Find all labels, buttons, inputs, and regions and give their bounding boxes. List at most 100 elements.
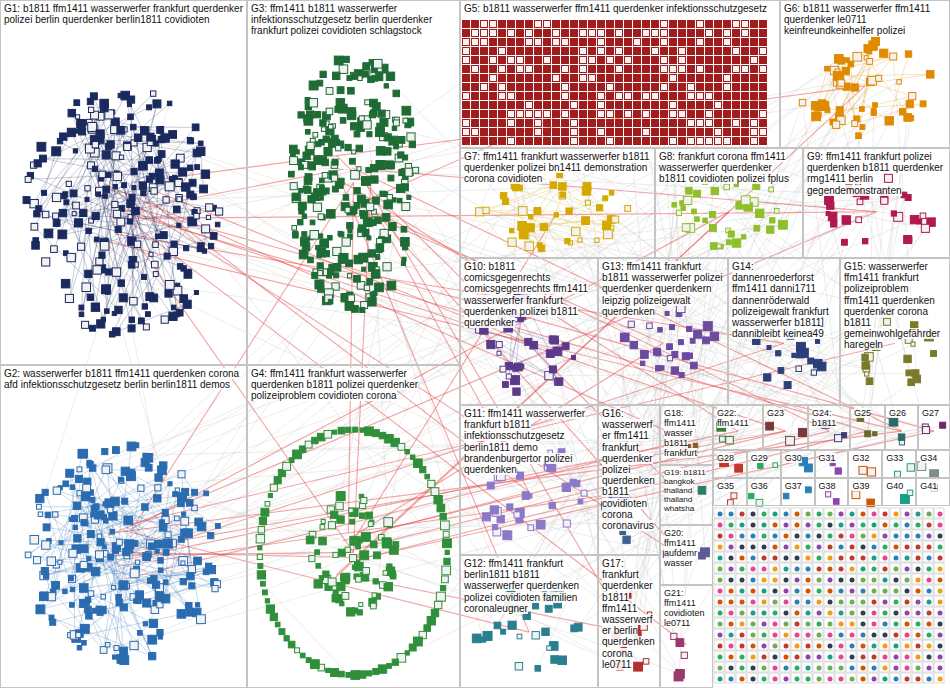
cluster-edge bbox=[833, 47, 874, 122]
vertex-image bbox=[96, 192, 100, 196]
vertex-image bbox=[643, 111, 650, 118]
vertex-image bbox=[284, 636, 289, 641]
vertex-image bbox=[352, 73, 358, 79]
vertex-image bbox=[173, 206, 180, 213]
vertex-image bbox=[191, 194, 197, 200]
vertex-edge bbox=[475, 24, 763, 105]
cluster-edge bbox=[480, 185, 554, 212]
vertex-image bbox=[322, 173, 328, 179]
vertex-image bbox=[616, 39, 623, 46]
vertex-edge bbox=[37, 242, 729, 560]
vertex-image bbox=[82, 283, 91, 292]
vertex-image bbox=[184, 246, 189, 251]
group-edge bbox=[352, 201, 829, 431]
vertex-image bbox=[58, 230, 67, 239]
vertex-image bbox=[186, 500, 193, 507]
cluster-edge bbox=[491, 345, 559, 382]
vertex-image bbox=[562, 66, 569, 73]
cluster-edge bbox=[34, 132, 71, 203]
vertex-image bbox=[103, 194, 108, 199]
vertex-image bbox=[50, 619, 56, 625]
vertex-image bbox=[23, 197, 30, 204]
vertex-image bbox=[373, 669, 379, 675]
vertex-image bbox=[508, 75, 515, 82]
vertex-image bbox=[80, 561, 87, 568]
vertex-image bbox=[37, 142, 46, 151]
vertex-image bbox=[342, 592, 349, 599]
cluster-edge bbox=[91, 110, 136, 265]
vertex-image bbox=[99, 252, 105, 258]
cluster-edge bbox=[52, 618, 153, 657]
vertex-image bbox=[112, 328, 120, 336]
vertex-image bbox=[102, 151, 110, 159]
vertex-image bbox=[114, 646, 119, 651]
vertex-image bbox=[52, 193, 60, 201]
vertex-image bbox=[490, 48, 497, 55]
vertex-image bbox=[103, 502, 107, 506]
vertex-image bbox=[80, 209, 87, 216]
vertex-image bbox=[324, 147, 332, 155]
cluster-edge bbox=[99, 536, 159, 596]
vertex-image bbox=[490, 39, 497, 46]
vertex-image bbox=[127, 96, 134, 103]
vertex-image bbox=[142, 304, 147, 309]
vertex-image bbox=[443, 531, 449, 537]
vertex-image bbox=[359, 603, 363, 607]
vertex-image bbox=[328, 299, 333, 304]
vertex-image bbox=[188, 566, 195, 573]
vertex-image bbox=[320, 525, 325, 530]
vertex-image bbox=[346, 260, 353, 267]
vertex-image bbox=[178, 471, 185, 478]
vertex-image bbox=[157, 126, 164, 133]
vertex-image bbox=[366, 671, 371, 676]
vertex-image bbox=[652, 66, 659, 73]
vertex-image bbox=[79, 305, 84, 310]
cluster-edge bbox=[83, 123, 204, 251]
vertex-image bbox=[526, 120, 533, 127]
vertex-image bbox=[349, 508, 353, 512]
vertex-image bbox=[508, 48, 515, 55]
vertex-image bbox=[96, 130, 104, 138]
vertex-image bbox=[338, 257, 345, 264]
vertex-image bbox=[135, 591, 143, 599]
cluster-edge bbox=[63, 96, 125, 214]
vertex-image bbox=[321, 519, 325, 523]
vertex-image bbox=[177, 197, 182, 202]
vertex-image bbox=[517, 30, 524, 37]
vertex-image bbox=[553, 129, 560, 136]
vertex-image bbox=[306, 536, 314, 544]
vertex-image bbox=[413, 167, 419, 173]
vertex-image bbox=[206, 215, 210, 219]
cluster-edge bbox=[528, 185, 553, 226]
vertex-image bbox=[490, 66, 497, 73]
vertex-image bbox=[562, 129, 569, 136]
vertex-image bbox=[92, 166, 97, 171]
vertex-image bbox=[70, 587, 74, 591]
vertex-image bbox=[670, 30, 677, 37]
cluster-edge bbox=[65, 194, 146, 327]
cluster-edge bbox=[124, 185, 154, 298]
cluster-edge bbox=[95, 169, 132, 329]
vertex-image bbox=[149, 619, 157, 627]
vertex-image bbox=[44, 573, 49, 578]
vertex-image bbox=[526, 129, 533, 136]
vertex-image bbox=[383, 263, 391, 271]
vertex-image bbox=[74, 219, 82, 227]
vertex-image bbox=[643, 66, 650, 73]
vertex-image bbox=[361, 211, 368, 218]
vertex-image bbox=[145, 312, 150, 317]
vertex-image bbox=[383, 539, 392, 548]
vertex-image bbox=[377, 247, 382, 252]
vertex-image bbox=[313, 132, 318, 137]
vertex-image bbox=[472, 129, 479, 136]
vertex-image bbox=[376, 255, 380, 259]
vertex-image bbox=[652, 129, 659, 136]
vertex-image bbox=[101, 515, 106, 520]
cluster-edge bbox=[89, 512, 165, 615]
cluster-edge bbox=[105, 504, 215, 589]
vertex-image bbox=[616, 21, 623, 28]
vertex-image bbox=[347, 274, 351, 278]
vertex-image bbox=[45, 512, 51, 518]
vertex-image bbox=[625, 39, 632, 46]
vertex-image bbox=[320, 120, 326, 126]
